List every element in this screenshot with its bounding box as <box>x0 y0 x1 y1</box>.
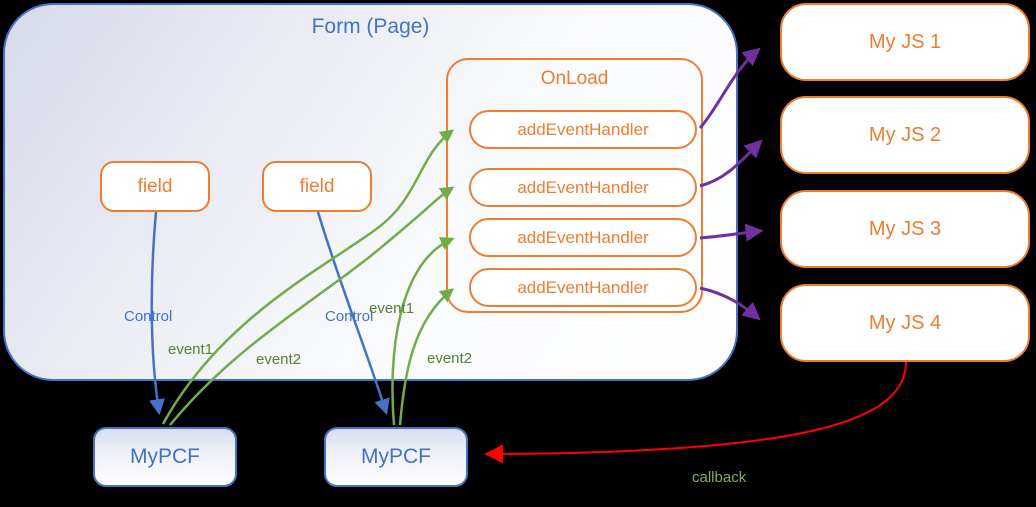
edge-label-event1-left: event1 <box>168 341 214 358</box>
edge-label-control-left: Control <box>124 308 173 325</box>
field-box-2: field <box>262 161 372 212</box>
edge-label-event1-right: event1 <box>369 300 415 317</box>
my-js-label-3: My JS 3 <box>868 217 942 240</box>
mypcf-box-1: MyPCF <box>93 427 237 487</box>
mypcf-label-2: MyPCF <box>361 445 431 468</box>
my-js-box-2: My JS 2 <box>780 96 1030 174</box>
my-js-label-2: My JS 2 <box>868 123 942 146</box>
edge-label-control-right: Control <box>325 308 374 325</box>
add-event-handler-label-1: addEventHandler <box>517 119 649 139</box>
edge-label-event2-left: event2 <box>256 351 302 368</box>
field-box-1: field <box>100 161 210 212</box>
mypcf-label-1: MyPCF <box>130 445 200 468</box>
my-js-label-1: My JS 1 <box>868 30 942 53</box>
my-js-box-1: My JS 1 <box>780 3 1030 81</box>
edge-label-event2-right: event2 <box>427 350 473 367</box>
add-event-handler-label-3: addEventHandler <box>517 227 649 247</box>
add-event-handler-label-4: addEventHandler <box>517 277 649 297</box>
field-label-2: field <box>299 175 335 197</box>
add-event-handler-2: addEventHandler <box>469 168 697 207</box>
mypcf-box-2: MyPCF <box>324 427 468 487</box>
my-js-box-3: My JS 3 <box>780 190 1030 268</box>
form-page-title: Form (Page) <box>311 15 430 38</box>
add-event-handler-1: addEventHandler <box>469 110 697 149</box>
add-event-handler-4: addEventHandler <box>469 268 697 307</box>
field-label-1: field <box>137 175 173 197</box>
my-js-box-4: My JS 4 <box>780 284 1030 362</box>
my-js-label-4: My JS 4 <box>868 311 942 334</box>
edge-label-callback: callback <box>692 469 747 486</box>
add-event-handler-3: addEventHandler <box>469 218 697 257</box>
add-event-handler-label-2: addEventHandler <box>517 177 649 197</box>
onload-title: OnLoad <box>540 68 609 89</box>
